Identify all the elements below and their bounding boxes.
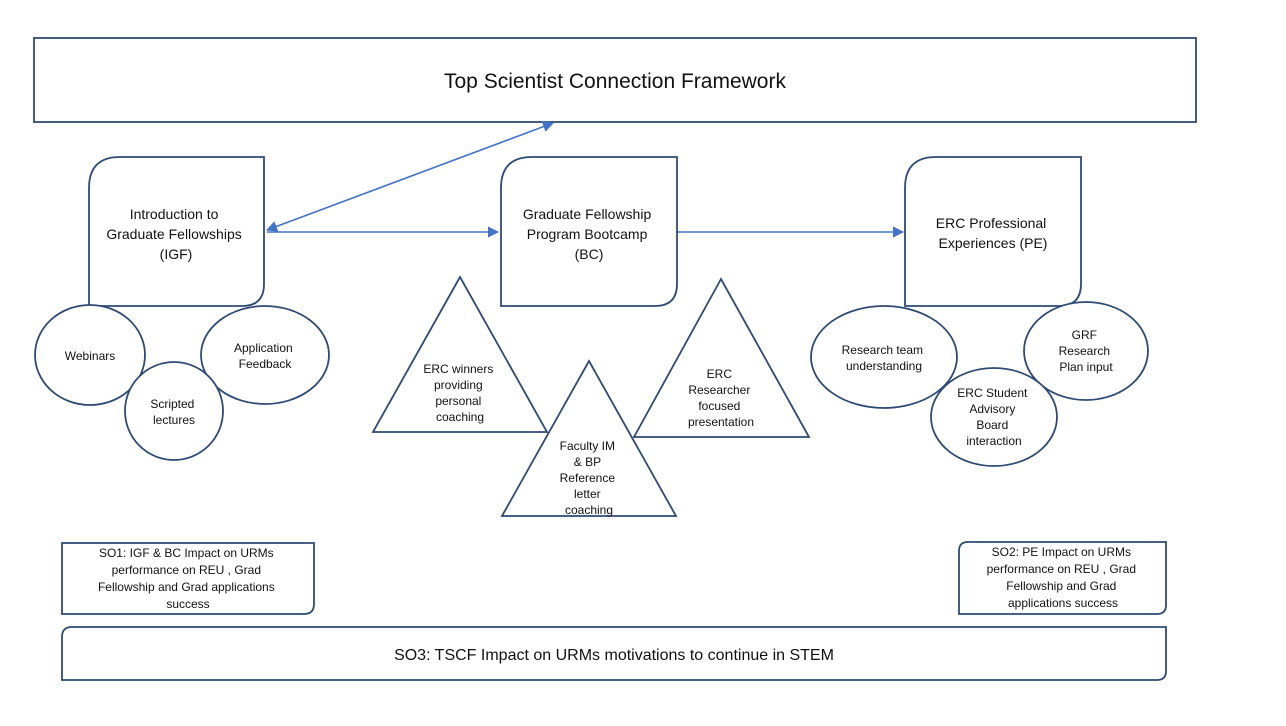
student-board-ellipse bbox=[930, 367, 1058, 467]
faculty-coaching-label: Faculty IM & BP Reference letter coachin… bbox=[560, 439, 619, 517]
pe-stage-box bbox=[904, 156, 1082, 307]
framework-title: Top Scientist Connection Framework bbox=[444, 70, 786, 93]
erc-researcher-label: ERC Researcher focused presentation bbox=[688, 367, 754, 429]
bc-stage-box bbox=[500, 156, 678, 307]
faculty-coaching-triangle bbox=[500, 359, 678, 517]
so2-label: SO2: PE Impact on URMs performance on RE… bbox=[987, 545, 1140, 610]
research-team-label: Research team understanding bbox=[842, 343, 927, 373]
so3-box bbox=[61, 626, 1167, 681]
framework-title-box bbox=[33, 37, 1197, 123]
bc-stage-label: Graduate Fellowship Program Bootcamp (BC… bbox=[523, 206, 655, 262]
application-feedback-ellipse bbox=[200, 305, 330, 405]
erc-researcher-triangle bbox=[632, 277, 811, 438]
erc-winners-label: ERC winners providing personal coaching bbox=[423, 362, 496, 424]
so3-label: SO3: TSCF Impact on URMs motivations to … bbox=[394, 647, 834, 664]
application-feedback-label: Application Feedback bbox=[234, 341, 296, 371]
igf-framework-arrow bbox=[265, 121, 555, 232]
webinars-label: Webinars bbox=[65, 349, 115, 363]
webinars-ellipse bbox=[34, 304, 146, 406]
erc-winners-triangle bbox=[371, 275, 549, 433]
so1-box bbox=[61, 542, 315, 615]
pe-stage-label: ERC Professional Experiences (PE) bbox=[936, 215, 1050, 251]
so2-box bbox=[958, 541, 1167, 615]
grf-plan-label: GRF Research Plan input bbox=[1059, 328, 1114, 374]
igf-stage-label: Introduction to Graduate Fellowships (IG… bbox=[106, 206, 245, 262]
scripted-lectures-ellipse bbox=[124, 361, 224, 461]
so1-label: SO1: IGF & BC Impact on URMs performance… bbox=[98, 546, 278, 611]
grf-plan-ellipse bbox=[1023, 301, 1149, 401]
scripted-lectures-label: Scripted lectures bbox=[150, 397, 197, 427]
student-board-label: ERC Student Advisory Board interaction bbox=[957, 386, 1030, 448]
research-team-ellipse bbox=[810, 305, 958, 409]
igf-stage-box bbox=[88, 156, 265, 307]
